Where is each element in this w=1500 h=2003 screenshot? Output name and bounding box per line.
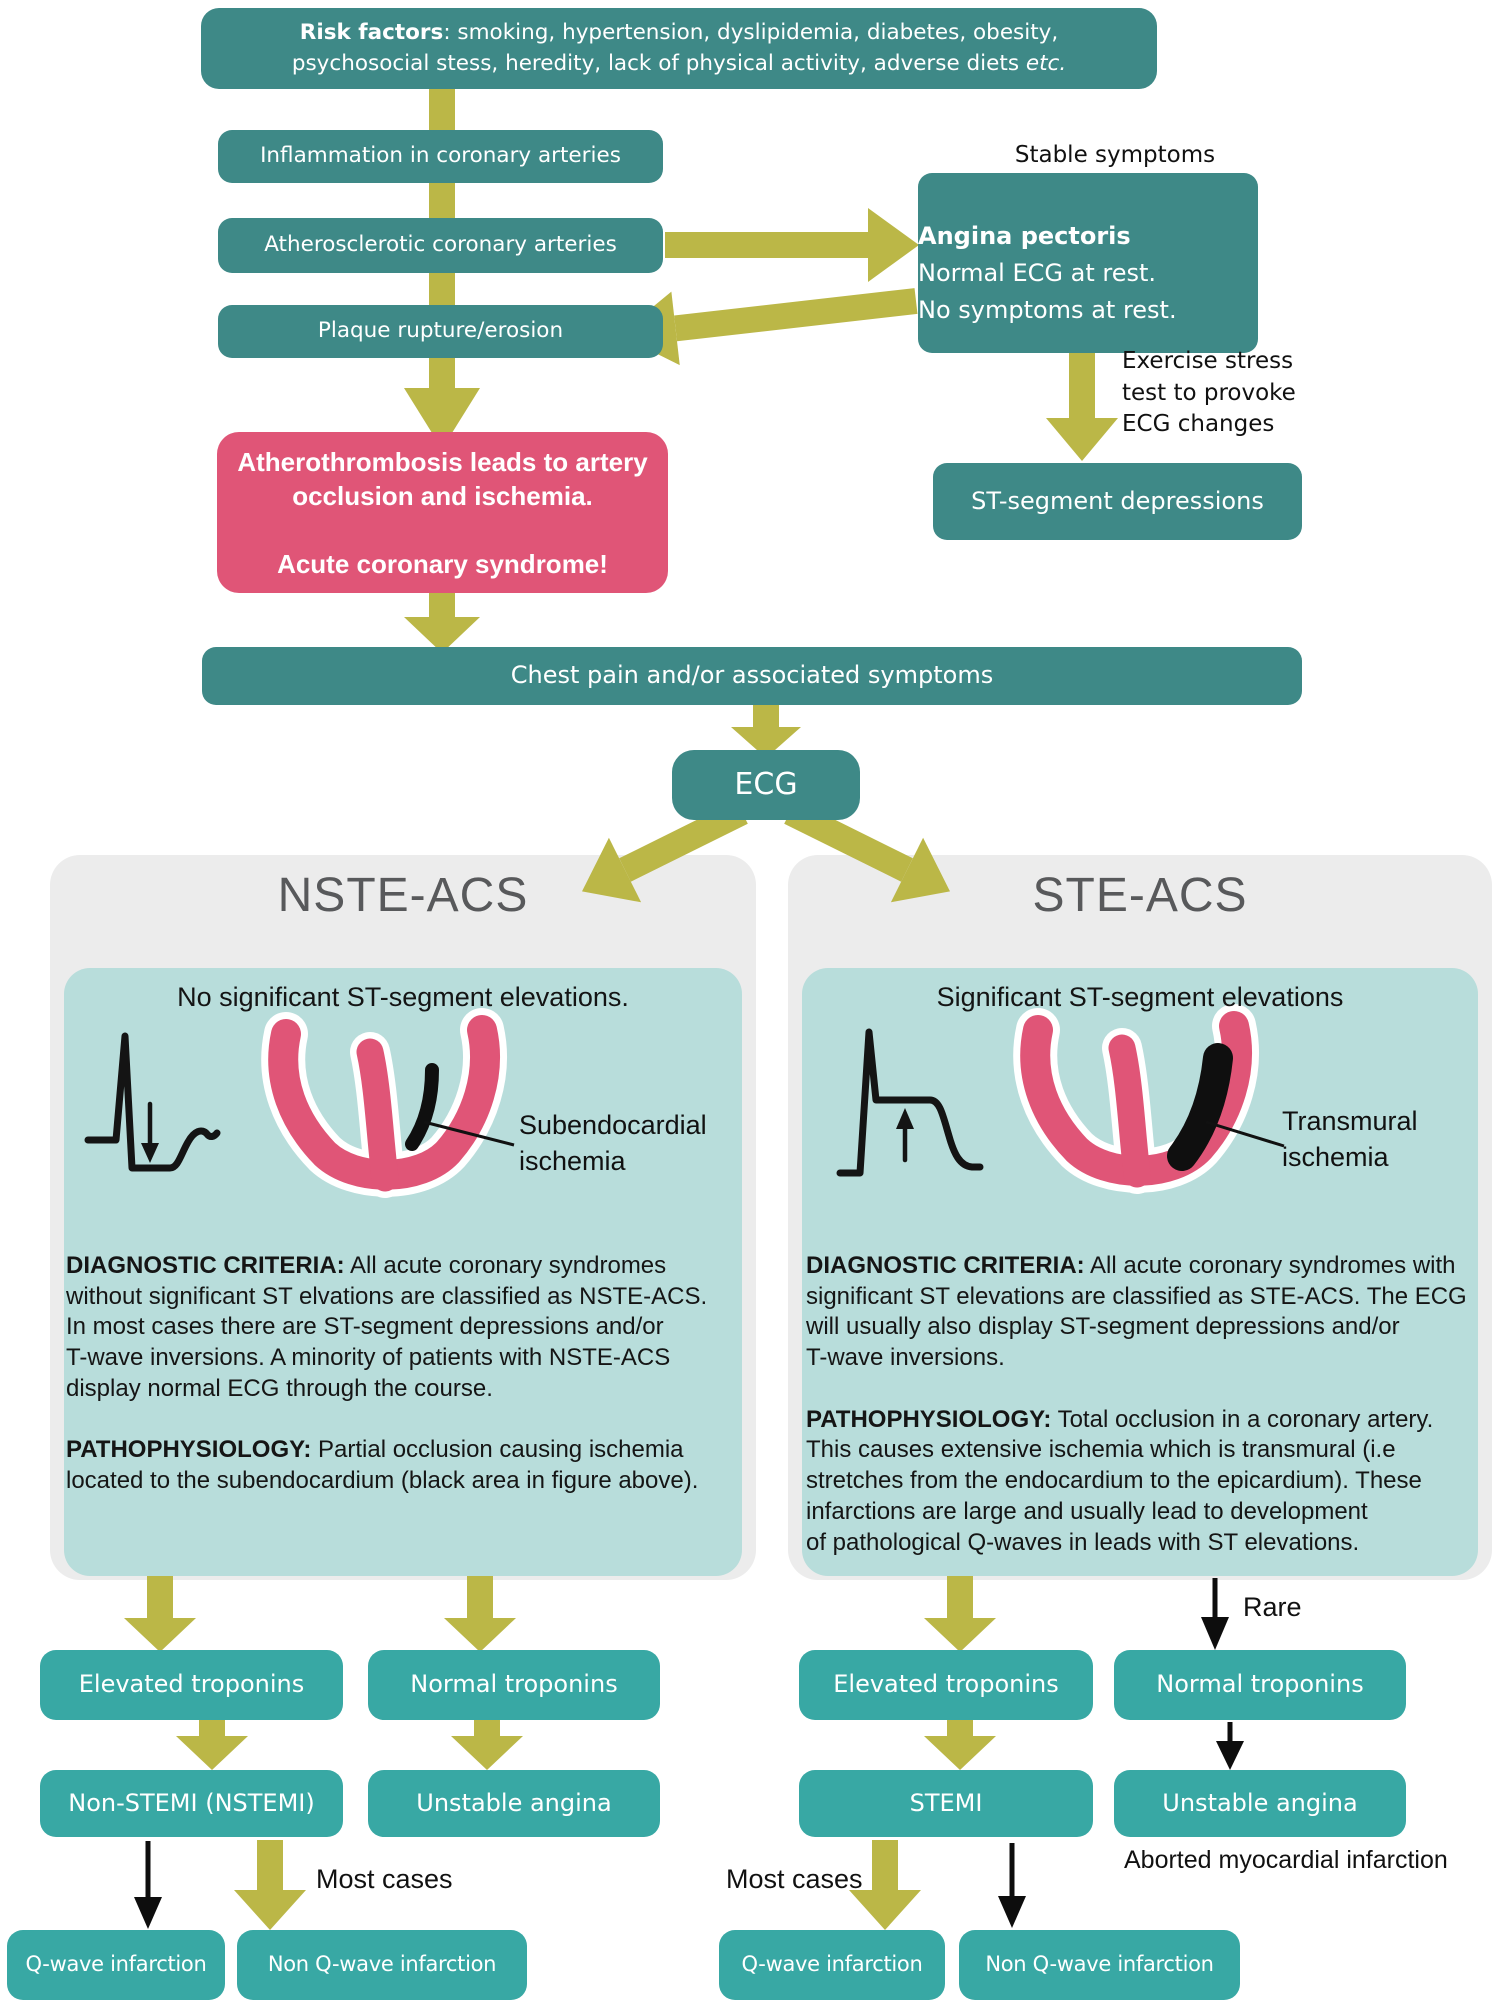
- angina-title: Angina pectoris: [918, 221, 1131, 250]
- exercise-stress-note: Exercise stress test to provoke ECG chan…: [1122, 348, 1296, 438]
- nste-description: DIAGNOSTIC CRITERIA: All acute coronary …: [66, 1251, 708, 1495]
- nste-pp-lead: PATHOPHYSIOLOGY:: [66, 1436, 312, 1464]
- aborted-mi-label: Aborted myocardial infarction: [1124, 1846, 1448, 1874]
- nste-unstable-angina-box: Unstable angina: [368, 1770, 660, 1837]
- risk-factors-lead: Risk factors: [299, 20, 444, 46]
- ste-normal-troponins-box: Normal troponins: [1114, 1650, 1406, 1720]
- acute-coronary-syndrome-box: Atherothrombosis leads to artery occlusi…: [217, 432, 668, 593]
- nste-most-cases-label: Most cases: [316, 1864, 453, 1894]
- ste-pp-lead: PATHOPHYSIOLOGY:: [806, 1405, 1052, 1433]
- stable-symptoms-label: Stable symptoms: [1014, 142, 1216, 168]
- angina-line1: Normal ECG at rest.: [918, 258, 1157, 287]
- st-elevation-ecg-sketch: [836, 1028, 984, 1177]
- transmural-heart-figure: [1013, 1004, 1259, 1194]
- ste-elevated-troponins-box: Elevated troponins: [799, 1650, 1093, 1720]
- nstemi-box: Non-STEMI (NSTEMI): [40, 1770, 343, 1837]
- subendocardial-label: Subendocardial ischemia: [519, 1110, 707, 1176]
- ste-dc-lead: DIAGNOSTIC CRITERIA:: [806, 1251, 1085, 1279]
- ste-qwave-infarction-box: Q-wave infarction: [719, 1930, 945, 2000]
- nste-headline: No significant ST-segment elevations.: [177, 982, 629, 1012]
- nste-qwave-infarction-box: Q-wave infarction: [7, 1930, 225, 2000]
- ste-acs-title: STE-ACS: [1032, 869, 1248, 922]
- st-depressions-box: ST-segment depressions: [933, 463, 1302, 540]
- ste-most-cases-label: Most cases: [726, 1864, 863, 1894]
- risk-factors-box: Risk factors: smoking, hypertension, dys…: [201, 8, 1157, 89]
- plaque-rupture-box: Plaque rupture/erosion: [218, 305, 663, 358]
- nste-panel-body: [64, 968, 742, 1576]
- ste-description: DIAGNOSTIC CRITERIA: All acute coronary …: [806, 1251, 1467, 1556]
- st-depression-ecg-sketch: [84, 1032, 221, 1172]
- risk-factors-text: Risk factors: smoking, hypertension, dys…: [291, 20, 1067, 76]
- inflammation-box: Inflammation in coronary arteries: [218, 130, 663, 183]
- nste-dc-lead: DIAGNOSTIC CRITERIA:: [66, 1251, 345, 1279]
- stemi-box: STEMI: [799, 1770, 1093, 1837]
- nste-acs-title: NSTE-ACS: [277, 869, 529, 922]
- nste-elevated-troponins-box: Elevated troponins: [40, 1650, 343, 1720]
- ste-unstable-angina-box: Unstable angina: [1114, 1770, 1406, 1837]
- ste-non-qwave-infarction-box: Non Q-wave infarction: [959, 1930, 1240, 2000]
- angina-line2: No symptoms at rest.: [918, 295, 1177, 324]
- transmural-pointer-line: [1205, 1120, 1285, 1148]
- transmural-label: Transmural ischemia: [1282, 1106, 1418, 1172]
- subendocardial-heart-figure: [261, 1008, 507, 1198]
- black-arrows: [134, 1578, 1244, 1929]
- chest-pain-box: Chest pain and/or associated symptoms: [202, 647, 1302, 705]
- ste-headline: Significant ST-segment elevations: [936, 982, 1344, 1012]
- atherosclerotic-box: Atherosclerotic coronary arteries: [218, 218, 663, 273]
- nste-non-qwave-infarction-box: Non Q-wave infarction: [237, 1930, 527, 2000]
- ecg-box: ECG: [672, 750, 860, 820]
- subendocardial-pointer-line: [423, 1120, 515, 1147]
- nste-normal-troponins-box: Normal troponins: [368, 1650, 660, 1720]
- angina-pectoris-box: Angina pectoris Normal ECG at rest. No s…: [918, 173, 1258, 353]
- rare-label: Rare: [1243, 1592, 1302, 1622]
